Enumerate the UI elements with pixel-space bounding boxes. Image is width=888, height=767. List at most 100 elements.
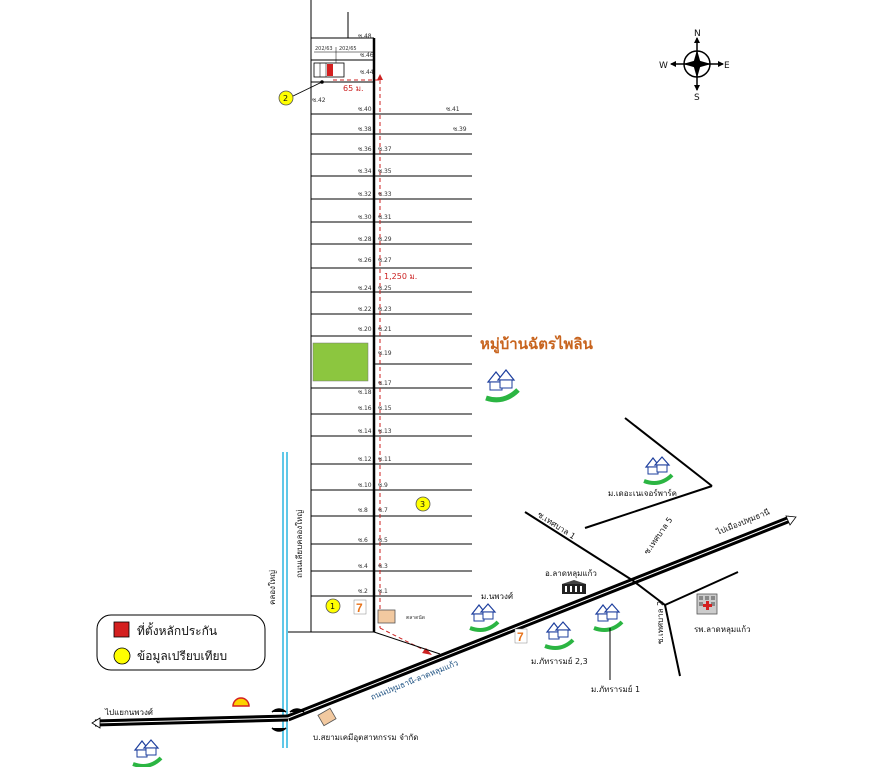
phattharamai23-house-icon [544,621,575,650]
marker-2-label: 2 [283,94,288,103]
main-highway [91,515,797,729]
tessaban1-label: ซ.เทศบาล 1 [536,510,577,541]
market-label: ตลาดนัด [406,615,425,621]
compass-s: S [694,93,700,103]
soi-29: ซ.29 [378,236,392,243]
seven-eleven-icon: 7 [353,599,367,615]
distance-route [333,79,429,653]
soi-25: ซ.25 [378,285,392,292]
soi-labels-right: ซ.41 ซ.39 ซ.37 ซ.35 ซ.33 ซ.31 ซ.29 ซ.27 … [378,106,467,595]
soi-48: ซ.48 [358,33,372,40]
market-icon [377,609,396,624]
green-parcel [312,342,369,382]
soi-44: ซ.44 [360,69,374,76]
soi-26: ซ.26 [358,257,372,264]
district-office-label: อ.ลาดหลุมแก้ว [545,569,597,578]
soi-7: ซ.7 [378,507,388,514]
svg-text:7: 7 [356,601,363,615]
soi-37: ซ.37 [378,146,392,153]
to-bang-pho-label: ไปแยกนพวงศ์ [104,707,153,717]
soi-12: ซ.12 [358,456,372,463]
village-title: หมู่บ้านฉัตรไพลิน [480,334,594,354]
phattharamai1-house-icon [593,603,624,632]
district-office-icon [562,580,586,594]
legend: ที่ตั้งหลักประกัน ข้อมูลเปรียบเทียบ [96,614,266,671]
village-house-icon [485,369,520,403]
legend-red-label: ที่ตั้งหลักประกัน [137,622,217,638]
legend-red-swatch [113,621,130,638]
soi-17: ซ.17 [378,380,392,387]
collateral-plot [313,47,374,78]
soi-27: ซ.27 [378,257,392,264]
tessaban-roads [524,417,739,677]
soi-19: ซ.19 [378,350,392,357]
soi-13: ซ.13 [378,428,392,435]
soi-32: ซ.32 [358,191,372,198]
soi-15: ซ.15 [378,405,392,412]
soi-31: ซ.31 [378,214,392,221]
compass-n: N [694,29,701,39]
soi-20: ซ.20 [358,326,372,333]
marker-3-label: 3 [420,500,425,509]
soi-24: ซ.24 [358,285,372,292]
marker-1: 1 [325,598,341,614]
bottom-connector-diag [373,631,441,655]
canal [282,452,288,748]
tessaban5-label: ซ.เทศบาล 5 [642,516,674,557]
nature-house-icon [643,456,674,485]
marker-1-label: 1 [330,602,335,611]
soi-9: ซ.9 [378,482,388,489]
marker-3: 3 [415,496,431,512]
distance-arrow-top [377,74,383,80]
plot-number-2: 202/65 [339,46,357,52]
left-soi-lines [311,59,374,597]
soi-3: ซ.3 [378,563,388,570]
nopawong-label: ม.นพวงศ์ [481,591,513,601]
soi-1: ซ.1 [378,588,388,595]
distance-arrow-head [422,648,432,655]
soi-39: ซ.39 [453,126,467,133]
compass-w: W [659,61,668,71]
soi-6: ซ.6 [358,537,368,544]
soi-40: ซ.40 [358,106,372,113]
soi-14: ซ.14 [358,428,372,435]
soi-labels-left: ซ.48 ซ.46 ซ.44 ซ.42 ซ.40 ซ.38 ซ.36 ซ.34 … [312,33,374,595]
soi-38: ซ.38 [358,126,372,133]
soi-46: ซ.46 [360,52,374,59]
company-label: บ.สยามเคมีอุตสาหกรรม จำกัด [313,733,418,742]
soi-11: ซ.11 [378,456,392,463]
compass-e: E [724,61,730,71]
hospital-icon [696,593,718,615]
shell-icon [232,697,250,707]
soi-10: ซ.10 [358,482,372,489]
company-icon [317,707,337,727]
soi-36: ซ.36 [358,146,372,153]
soi-16: ซ.16 [358,405,372,412]
nopawong-house-icon [469,603,500,632]
legend-yellow-label: ข้อมูลเปรียบเทียบ [137,649,227,664]
soi-30: ซ.30 [358,214,372,221]
right-soi-lines [374,113,472,597]
tessaban2-label: ซ.เทศบาล 2 [656,601,665,644]
legend-yellow-swatch [113,647,131,665]
soi-21: ซ.21 [378,326,392,333]
phattharamai1-label: ม.ภัทรารมย์ 1 [591,684,640,694]
soi-5: ซ.5 [378,537,388,544]
soi-41: ซ.41 [446,106,460,113]
hospital-label: รพ.ลาดหลุมแก้ว [694,625,751,634]
soi-34: ซ.34 [358,168,372,175]
soi-22: ซ.22 [358,306,372,313]
distance-1250m: 1,250 ม. [384,272,417,281]
soi-2: ซ.2 [358,588,368,595]
soi-28: ซ.28 [358,236,372,243]
seven-eleven-icon-2: 7 [514,628,528,644]
marker-2: 2 [278,80,324,106]
distance-65m: 65 ม. [343,84,364,93]
soi-18: ซ.18 [358,389,372,396]
plot-number-1: 202/63 [315,46,333,52]
soi-35: ซ.35 [378,168,392,175]
klong-yai-road-label: ถนนเลียบคลองใหญ่ [295,510,304,578]
bridge-marks [271,708,305,732]
soi-42: ซ.42 [312,97,326,104]
